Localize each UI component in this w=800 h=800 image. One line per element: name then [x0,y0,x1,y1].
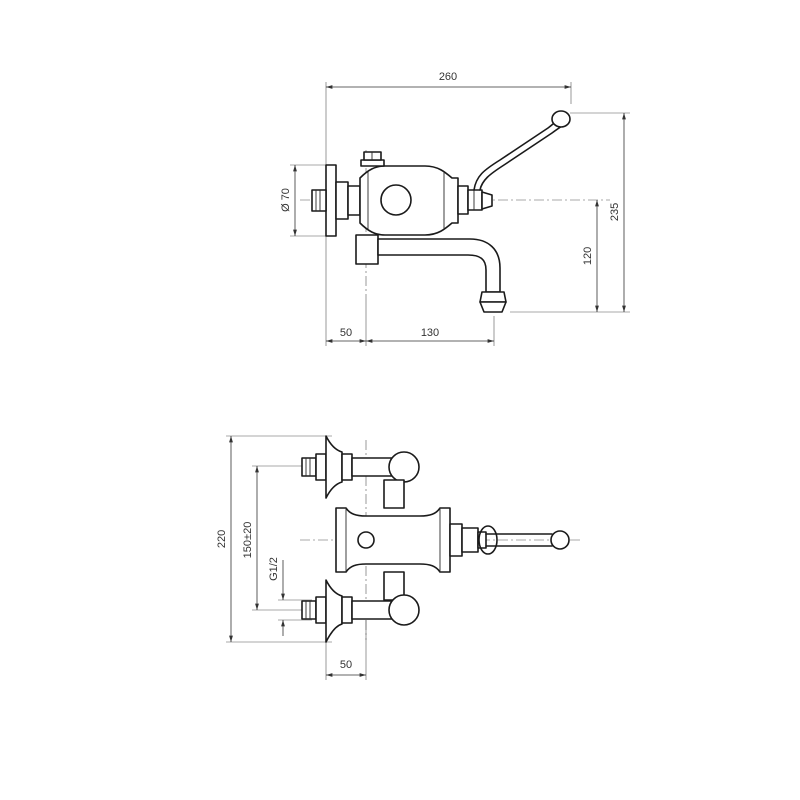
dim-label-spout-height: 120 [582,247,594,265]
lower-inlet [301,579,420,643]
diverter-knob-side [380,184,412,216]
front-button [357,531,375,549]
connector-nut-top [335,181,361,220]
upper-inlet [301,435,420,499]
dim-label-total-height: 220 [216,530,228,548]
spout-side [355,234,507,313]
dim-label-spout-reach: 130 [421,327,439,339]
wall-flange-top [311,164,337,237]
dim-label-thread: G1/2 [268,557,280,581]
dim-label-overall-width: 260 [439,71,457,83]
front-valve-handle [449,523,570,557]
upper-riser [383,479,405,509]
top-button [360,151,385,167]
dim-label-inlet-spacing: 150±20 [242,522,254,559]
valve-housing-side [457,185,493,215]
dim-label-offset-bottom: 50 [340,659,352,671]
lever-handle-side [473,110,571,191]
mixer-body-front [335,507,451,573]
dim-label-offset-top: 50 [340,327,352,339]
dim-label-overall-height: 235 [609,203,621,221]
front-view: 220 150±20 G1/2 50 [216,435,580,680]
dim-label-diameter: Ø 70 [280,188,292,212]
top-view: 260 235 120 Ø 70 50 130 [280,71,630,346]
